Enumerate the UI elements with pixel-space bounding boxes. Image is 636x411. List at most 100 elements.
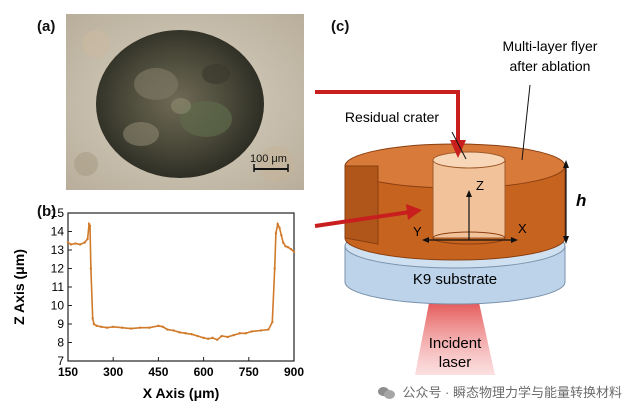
flyer-schematic: Z X Y h Multi-layer flyer after ablation…	[314, 38, 598, 375]
y-tick-label: 10	[51, 299, 65, 313]
x-axis-text: X	[518, 221, 527, 236]
flyer-arrow-head-icon	[406, 204, 422, 220]
substrate-label: K9 substrate	[413, 271, 497, 288]
profile-point	[121, 326, 124, 329]
profile-point	[273, 267, 276, 270]
y-axis-text: Y	[413, 224, 422, 239]
y-tick-label: 7	[57, 354, 64, 368]
y-tick-label: 13	[51, 243, 65, 257]
profile-point	[99, 325, 103, 328]
profile-point	[178, 331, 181, 334]
profile-point	[259, 329, 263, 332]
profile-point	[89, 267, 93, 270]
profile-point	[278, 226, 281, 229]
micrograph-image: 100 μm	[66, 14, 304, 190]
crater-callout-line	[451, 131, 467, 160]
y-axis-arrow-icon	[422, 237, 429, 243]
profile-point	[95, 324, 98, 328]
x-tick-label: 300	[103, 365, 123, 379]
height-label: h	[576, 191, 586, 210]
profile-point	[215, 338, 219, 341]
profile-point	[281, 241, 285, 244]
profile-point	[161, 325, 165, 328]
x-axis-arrow-icon	[511, 237, 518, 243]
flyer-callout-line	[521, 84, 531, 161]
x-tick-label: 600	[194, 365, 214, 379]
profile-point	[139, 326, 142, 329]
y-tick-label: 14	[51, 225, 65, 239]
profile-point	[220, 334, 223, 338]
profile-point	[172, 329, 175, 332]
profile-point	[105, 326, 109, 329]
laser-label-line2: laser	[439, 354, 472, 371]
profile-point	[276, 222, 279, 226]
x-tick-label: 450	[148, 365, 168, 379]
y-tick-label: 8	[57, 336, 64, 350]
y-tick-label: 11	[52, 280, 65, 294]
profile-point	[87, 222, 91, 226]
scale-bar-label: 100 μm	[250, 153, 287, 165]
watermark: 公众号 · 瞬态物理力学与能量转换材料	[378, 382, 622, 401]
y-axis-label: Z Axis (μm)	[11, 249, 27, 325]
profile-point	[74, 242, 77, 245]
profile-point	[292, 250, 296, 254]
profile-point	[148, 326, 151, 329]
panel-label-a: (a)	[37, 18, 56, 35]
profile-point	[280, 234, 283, 237]
flyer-arrow-line	[314, 210, 411, 228]
profile-point	[202, 336, 205, 340]
profile-point	[206, 337, 210, 340]
crater-top	[432, 151, 506, 169]
profile-point	[286, 246, 290, 249]
profile-point	[274, 232, 278, 235]
profile-point	[232, 333, 235, 337]
profile-point	[238, 332, 241, 335]
crater-arrow-head-icon	[450, 140, 466, 158]
profile-point	[226, 335, 229, 339]
profile-series-line	[67, 221, 295, 341]
y-tick-label: 12	[51, 262, 65, 276]
profile-points	[66, 222, 296, 341]
crater-label: Residual crater	[345, 109, 439, 125]
laser-label-line1: Incident	[429, 335, 482, 352]
profile-point	[289, 247, 293, 251]
flyer-cutaway	[344, 165, 379, 245]
y-tick-label: 15	[51, 206, 65, 220]
profile-point	[130, 327, 133, 330]
z-axis-arrow-icon	[466, 190, 472, 197]
profile-point	[66, 241, 70, 244]
profile-point	[211, 336, 214, 340]
wechat-icon	[378, 385, 396, 399]
profile-point	[86, 237, 89, 241]
z-axis-text: Z	[476, 178, 484, 193]
laser-beam	[415, 298, 495, 375]
profile-point	[166, 328, 169, 331]
profile-point	[271, 320, 274, 324]
crater-micrograph: 100 μm	[66, 14, 304, 190]
profile-point	[196, 334, 199, 338]
plot-frame	[67, 212, 295, 362]
profile-point	[91, 317, 94, 320]
profile-point	[92, 322, 96, 326]
height-arrow-bottom-icon	[563, 236, 569, 244]
profile-point	[88, 224, 92, 228]
profile-point	[284, 245, 287, 248]
y-axis-ticks: 7 8 9 10 11 12 13 14 15	[51, 206, 72, 368]
profile-point	[244, 332, 247, 335]
y-tick-label: 9	[57, 317, 64, 331]
height-arrow-top-icon	[563, 160, 569, 168]
flyer-label-line2: after ablation	[510, 58, 591, 74]
profile-point	[267, 328, 270, 331]
profile-point	[250, 330, 254, 333]
panel-label-c: (c)	[331, 18, 350, 35]
crater-arrow-line	[315, 90, 460, 143]
x-tick-label: 900	[284, 365, 304, 379]
panel-label-b: (b)	[37, 203, 57, 220]
profile-point	[190, 332, 193, 336]
profile-point	[83, 241, 86, 244]
flyer-label-line1: Multi-layer flyer	[503, 38, 598, 54]
x-axis-label: X Axis (μm)	[143, 385, 220, 401]
profile-point	[184, 332, 187, 335]
